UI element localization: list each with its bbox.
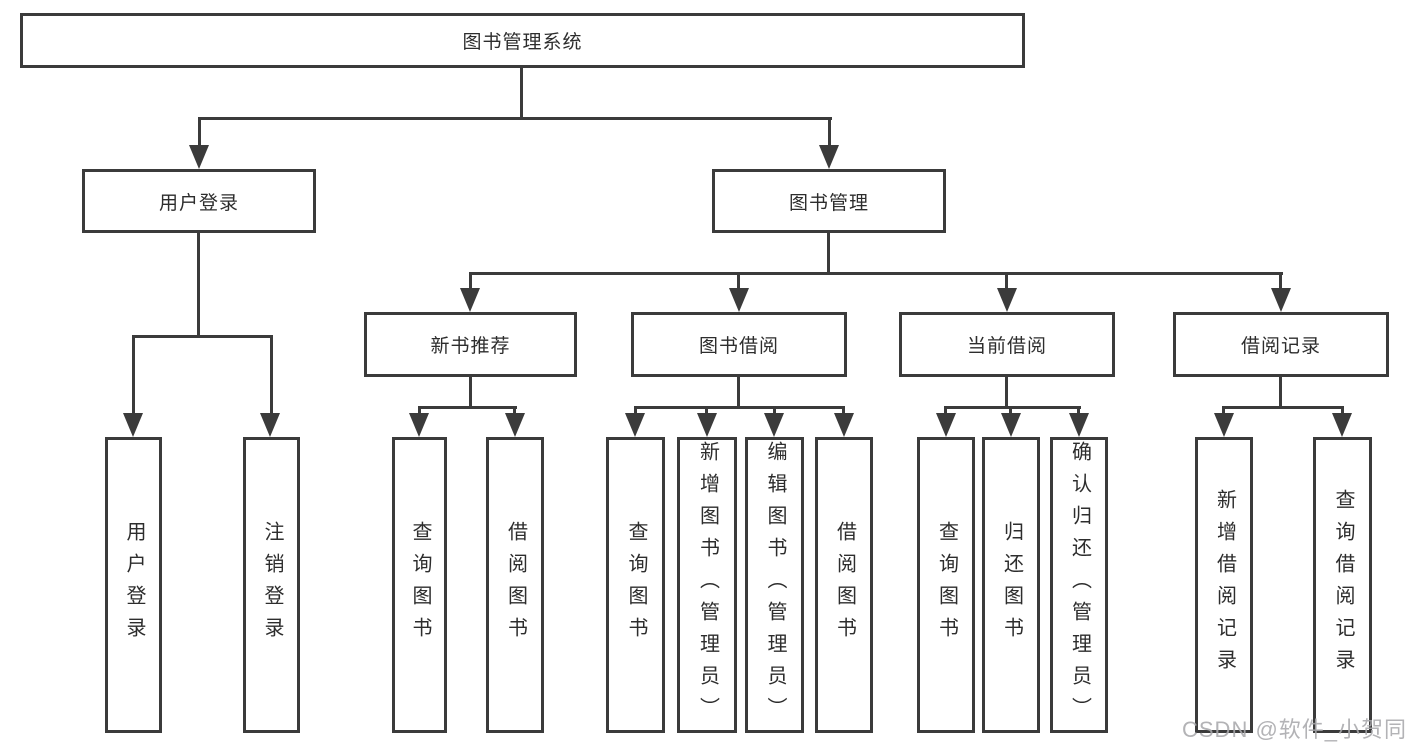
node-borrowing-records: 借阅记录 [1173, 312, 1389, 377]
leaf-borrow-books: 借阅图书 [815, 437, 873, 733]
arrowhead-down-icon [997, 288, 1017, 312]
connector-line [828, 117, 831, 149]
connector-line [469, 272, 1283, 275]
connector-line [842, 406, 845, 415]
leaf-confirm-return-admin: 确认归还（管理员） [1050, 437, 1108, 733]
node-current-borrowing: 当前借阅 [899, 312, 1115, 377]
node-label: 查询图书 [625, 521, 647, 649]
arrowhead-down-icon [1332, 413, 1352, 437]
node-label: 归还图书 [1000, 521, 1023, 649]
connector-line [469, 377, 472, 409]
leaf-return-books: 归还图书 [982, 437, 1040, 733]
node-label: 查询图书 [409, 521, 431, 649]
node-label: 编辑图书（管理员） [764, 441, 786, 729]
connector-line [1222, 406, 1344, 409]
node-label: 借阅图书 [504, 521, 527, 649]
arrowhead-down-icon [764, 413, 784, 437]
leaf-logout: 注销登录 [243, 437, 300, 733]
arrowhead-down-icon [819, 145, 839, 169]
node-label: 借阅记录 [1240, 336, 1321, 357]
node-user-login: 用户登录 [82, 169, 316, 233]
node-label: 新增图书（管理员） [696, 441, 719, 729]
leaf-query-books: 查询图书 [606, 437, 665, 733]
leaf-query-borrow-record: 查询借阅记录 [1313, 437, 1372, 733]
connector-line [132, 335, 273, 338]
connector-line [132, 335, 135, 415]
arrowhead-down-icon [1001, 413, 1021, 437]
connector-line [197, 233, 200, 338]
connector-line [827, 233, 830, 275]
arrowhead-down-icon [697, 413, 717, 437]
node-label: 注销登录 [261, 521, 283, 649]
node-new-book-recommendation: 新书推荐 [364, 312, 577, 377]
node-label: 用户登录 [123, 521, 145, 649]
node-label: 新增借阅记录 [1213, 489, 1236, 681]
node-label: 查询图书 [935, 521, 958, 649]
connector-line [1005, 377, 1008, 409]
arrowhead-down-icon [1214, 413, 1234, 437]
arrowhead-down-icon [505, 413, 525, 437]
connector-line [944, 406, 1081, 409]
connector-line [1279, 377, 1282, 409]
connector-line [944, 406, 947, 415]
arrowhead-down-icon [189, 145, 209, 169]
leaf-edit-books-admin: 编辑图书（管理员） [745, 437, 804, 733]
csdn-watermark: CSDN @软件_小贺同学 [1182, 717, 1405, 742]
arrowhead-down-icon [1069, 413, 1089, 437]
arrowhead-down-icon [460, 288, 480, 312]
node-label: 确认归还（管理员） [1068, 441, 1091, 729]
arrowhead-down-icon [729, 288, 749, 312]
connector-line [1005, 272, 1008, 292]
node-label: 借阅图书 [833, 521, 856, 649]
connector-line [469, 272, 472, 292]
connector-line [773, 406, 776, 415]
connector-line [270, 335, 273, 415]
leaf-add-borrow-record: 新增借阅记录 [1195, 437, 1253, 733]
node-book-management: 图书管理 [712, 169, 946, 233]
leaf-borrow-books: 借阅图书 [486, 437, 544, 733]
leaf-user-login: 用户登录 [105, 437, 162, 733]
connector-line [513, 406, 516, 415]
arrowhead-down-icon [123, 413, 143, 437]
connector-line [1077, 406, 1080, 415]
leaf-add-books-admin: 新增图书（管理员） [677, 437, 737, 733]
node-library-management-system: 图书管理系统 [20, 13, 1025, 68]
connector-line [634, 406, 637, 415]
connector-line [520, 68, 523, 120]
node-book-borrowing: 图书借阅 [631, 312, 847, 377]
arrowhead-down-icon [409, 413, 429, 437]
node-label: 查询借阅记录 [1332, 489, 1354, 681]
connector-line [418, 406, 517, 409]
node-label: 图书管理系统 [462, 32, 583, 53]
connector-line [198, 117, 832, 120]
connector-line [1279, 272, 1282, 292]
node-label: 图书借阅 [698, 336, 779, 357]
connector-line [418, 406, 421, 415]
connector-line [1222, 406, 1225, 415]
connector-line [634, 406, 845, 409]
leaf-query-books: 查询图书 [392, 437, 447, 733]
arrowhead-down-icon [625, 413, 645, 437]
connector-line [705, 406, 708, 415]
arrowhead-down-icon [834, 413, 854, 437]
node-label: 新书推荐 [430, 336, 511, 357]
connector-line [737, 377, 740, 409]
arrowhead-down-icon [260, 413, 280, 437]
node-label: 图书管理 [788, 192, 869, 214]
connector-line [737, 272, 740, 292]
connector-line [198, 117, 201, 149]
connector-line [1009, 406, 1012, 415]
node-label: 当前借阅 [966, 336, 1047, 357]
connector-line [1341, 406, 1344, 415]
arrowhead-down-icon [1271, 288, 1291, 312]
arrowhead-down-icon [936, 413, 956, 437]
leaf-query-books: 查询图书 [917, 437, 975, 733]
node-label: 用户登录 [158, 192, 239, 214]
